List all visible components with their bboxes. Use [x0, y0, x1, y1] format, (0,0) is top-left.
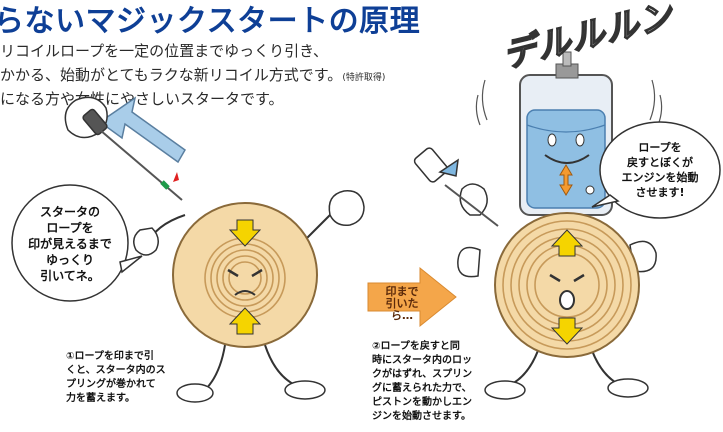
right-bubble-line: させます!	[635, 186, 685, 199]
right-starter-body	[494, 212, 640, 358]
caption-1-line: プリングが巻かれて	[66, 379, 156, 390]
right-shoe	[284, 380, 326, 400]
caption-2-line: ②ロープを戻すと同	[372, 341, 460, 352]
middle-transition-arrow	[367, 266, 457, 328]
description-line-1: リコイルロープを一定の位置までゆっくり引き、	[0, 42, 329, 60]
middle-arrow-line: 引いたら…	[385, 297, 419, 322]
pull-direction-arrow	[98, 96, 186, 164]
middle-arrow-text: 印まで 引いたら…	[376, 286, 428, 322]
engine-piston-arrow	[559, 164, 573, 196]
caption-1-line: ①ロープを印まで引	[66, 351, 154, 362]
raised-fist	[328, 190, 365, 227]
caption-2-line: ジンを始動させます。	[372, 411, 471, 422]
right-bubble-line: ロープを	[638, 141, 682, 154]
left-bubble-line: 引いてネ。	[40, 269, 100, 283]
right-bubble-line: 戻すとぼくが	[627, 156, 693, 169]
open-hand-left	[457, 246, 481, 278]
patent-note: (特許取得)	[342, 73, 386, 83]
caption-1-line: くと、スタータ内のス	[66, 365, 166, 376]
left-bubble-line: スタータの	[39, 205, 100, 219]
left-bubble-text: スタータの ロープを 印が見えるまで ゆっくり 引いてネ。	[18, 204, 122, 284]
caption-2-line: クがはずれ、スプリン	[372, 369, 473, 380]
left-speech-bubble	[11, 184, 129, 302]
caption-2-line: グに蓄えられた力で、	[372, 383, 472, 394]
caption-1-line: 力を蓄えます。	[66, 393, 135, 404]
caption-2-line: 時にスタータ内のロッ	[372, 355, 472, 366]
middle-arrow-line: 印まで	[385, 285, 419, 298]
page-title: らないマジックスタートの原理	[0, 4, 421, 39]
right-bubble-text: ロープを 戻すとぼくが エンジンを始動 させます!	[608, 140, 712, 200]
left-bubble-line: ゆっくり	[45, 253, 94, 267]
left-shoe	[176, 383, 214, 403]
right-force-arrow-top	[550, 229, 584, 257]
right-rope-handle	[413, 147, 459, 183]
caption-step-1: ①ロープを印まで引 くと、スタータ内のス プリングが巻かれて 力を蓄えます。	[66, 350, 166, 406]
caption-step-2: ②ロープを戻すと同 時にスタータ内のロッ クがはずれ、スプリン グに蓄えられた力…	[372, 340, 472, 424]
description-line-2: かかる、始動がとてもラクな新リコイル方式です。(特許取得)	[0, 64, 385, 85]
description-line-2-text: かかる、始動がとてもラクな新リコイル方式です。	[0, 66, 343, 84]
left-force-arrow-bottom	[228, 307, 262, 335]
vibration-lines	[475, 79, 663, 126]
left-bubble-line: 印が見えるまで	[28, 237, 112, 251]
left-bubble-line: ロープを	[46, 221, 94, 235]
right-force-arrow-bottom	[550, 317, 584, 345]
pulling-hand	[64, 96, 108, 139]
right-speech-bubble	[599, 121, 721, 219]
starter-rope	[99, 129, 183, 201]
caption-2-line: ピストンを動かしエン	[372, 397, 472, 408]
left-force-arrow-top	[228, 219, 262, 247]
left-starter-body	[172, 202, 318, 348]
right-bubble-line: エンジンを始動	[621, 171, 699, 184]
rope-mark-arrow	[173, 172, 179, 182]
